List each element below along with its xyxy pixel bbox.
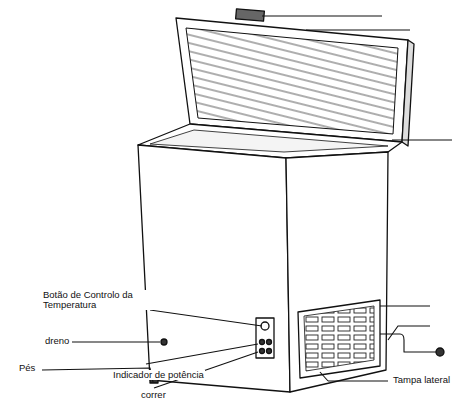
side-cover: [298, 300, 380, 378]
part-label: dreno: [44, 336, 70, 346]
part-label: correr: [140, 390, 167, 400]
power-indicator: [260, 340, 265, 345]
part-label: Botão de Controlo da Temperatura: [42, 290, 156, 310]
power-cord: [380, 334, 436, 352]
run-indicator: [260, 349, 265, 354]
control-panel: [256, 318, 274, 358]
cabinet-front: [138, 145, 290, 392]
cabinet-side: [286, 152, 388, 392]
temperature-knob: [261, 322, 269, 330]
part-label: Indicador de potência: [112, 370, 205, 380]
part-label: Tampa lateral: [392, 375, 451, 385]
leader-lines: [42, 16, 452, 388]
lid: [176, 18, 408, 142]
drain: [161, 339, 167, 345]
part-label: Pés: [18, 363, 36, 373]
lid-handle: [236, 9, 265, 21]
